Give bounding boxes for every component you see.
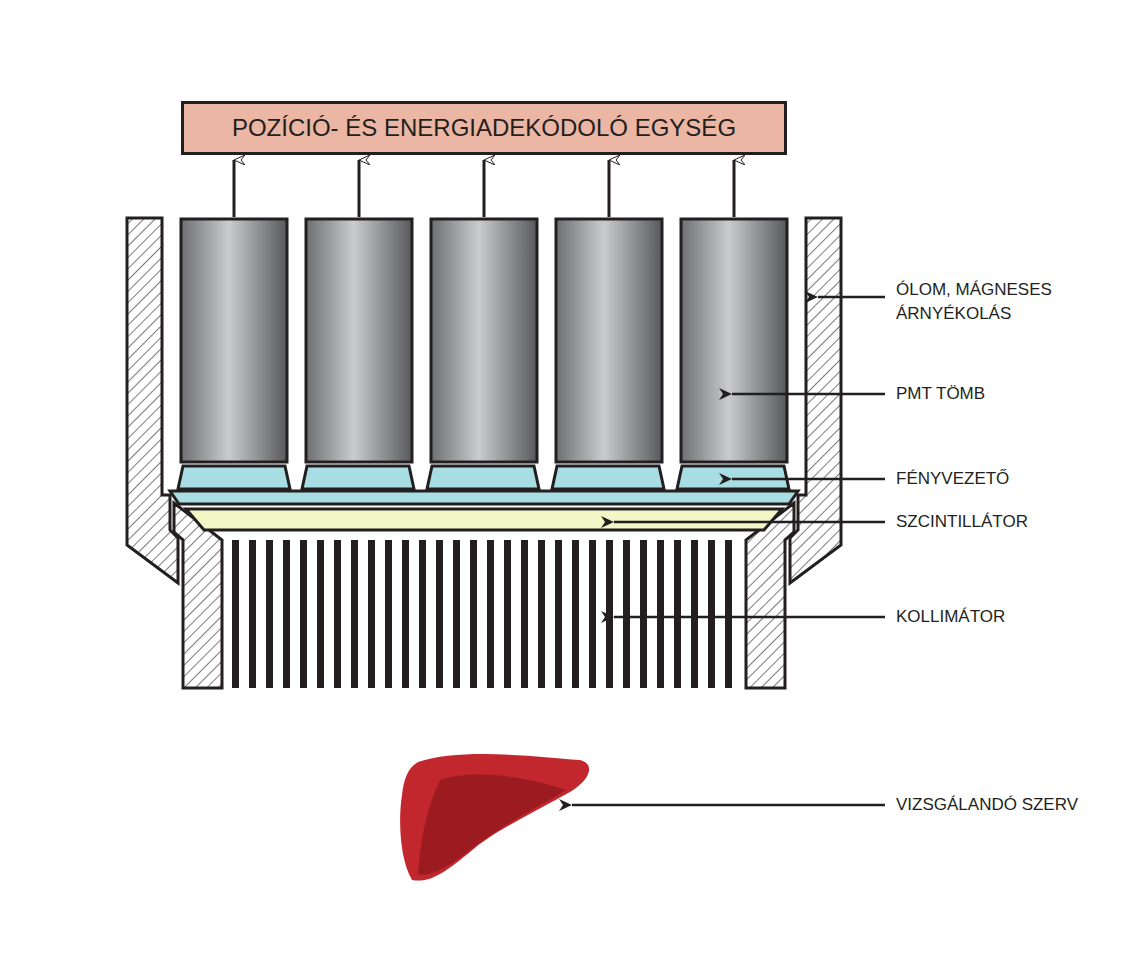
collimator-septa <box>230 540 738 688</box>
part-label: PMT TÖMB <box>896 382 1126 406</box>
part-label: VIZSGÁLANDÓ SZERV <box>896 793 1136 817</box>
leader-arrow <box>614 616 885 619</box>
leader-arrow <box>614 521 885 524</box>
signal-arrow <box>733 160 736 217</box>
pmt-tube <box>306 219 412 462</box>
shield-right <box>790 218 841 583</box>
light-guide <box>427 466 539 489</box>
light-guide <box>178 466 290 489</box>
light-guide <box>677 466 789 489</box>
signal-arrow <box>483 160 486 217</box>
light-guide <box>302 466 414 489</box>
box-title: POZÍCIÓ- ÉS ENERGIADEKÓDOLÓ EGYSÉG <box>232 114 736 142</box>
pmt-tube <box>181 219 287 462</box>
leader-arrow <box>732 478 885 481</box>
pmt-tube <box>681 219 787 462</box>
pmt-tube <box>556 219 662 462</box>
liver-organ <box>400 754 589 881</box>
leader-arrow <box>732 393 885 396</box>
part-label: SZCINTILLÁTOR <box>896 510 1126 534</box>
signal-arrow <box>358 160 361 217</box>
shield-left <box>127 218 178 583</box>
liver-shade <box>418 775 566 875</box>
part-label: ÓLOM, MÁGNESES ÁRNYÉKOLÁS <box>896 278 1076 326</box>
light-guide-plate <box>170 491 798 504</box>
leader-arrow <box>572 804 885 807</box>
part-label: KOLLIMÁTOR <box>896 605 1126 629</box>
leader-arrow <box>818 296 885 299</box>
pmt-tube <box>431 219 537 462</box>
scintillator-crystal <box>186 509 782 530</box>
light-guide <box>552 466 664 489</box>
signal-arrow <box>608 160 611 217</box>
decoder-box: POZÍCIÓ- ÉS ENERGIADEKÓDOLÓ EGYSÉG <box>181 101 787 155</box>
part-label: FÉNYVEZETŐ <box>896 467 1126 491</box>
signal-arrow <box>233 160 236 217</box>
